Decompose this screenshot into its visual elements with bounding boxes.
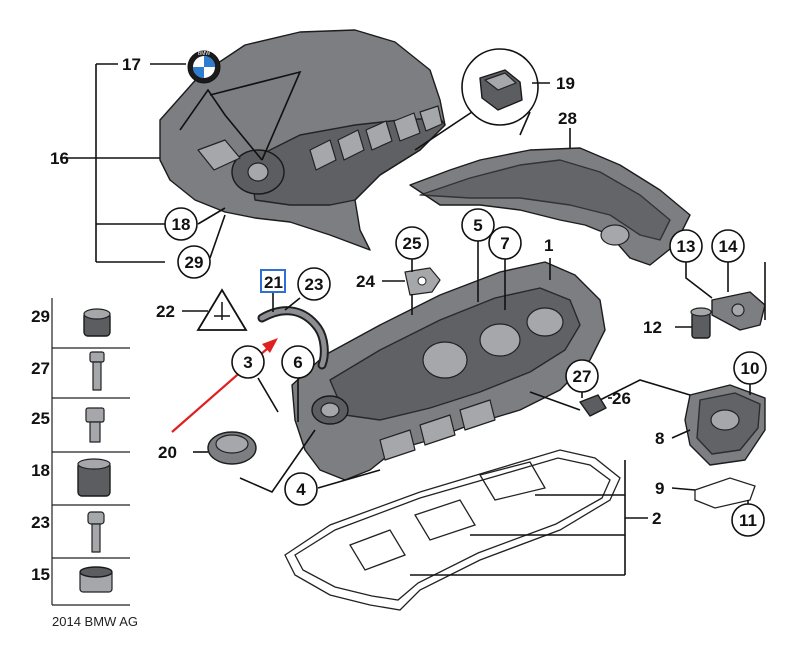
bmw-badge-text: BMW xyxy=(198,51,211,57)
callout-21: 21 xyxy=(264,273,283,292)
callout-28: 28 xyxy=(558,109,577,128)
callout-3: 3 xyxy=(243,353,252,372)
oil-separator-housing xyxy=(684,384,766,466)
callout-24: 24 xyxy=(356,272,375,291)
legend xyxy=(51,298,130,606)
callout-8: 8 xyxy=(655,429,664,448)
highlight-box xyxy=(260,269,286,293)
callout-11: 11 xyxy=(739,511,757,530)
callout-22: 22 xyxy=(156,302,175,321)
callout-20: 20 xyxy=(158,443,177,462)
legend-label-27: 27 xyxy=(31,359,50,378)
callout-4: 4 xyxy=(296,480,306,499)
cap-plug xyxy=(207,431,257,465)
engine-cover xyxy=(159,29,446,251)
copyright: 2014 BMW AG xyxy=(52,614,138,629)
callout-7: 7 xyxy=(500,234,509,253)
bracket-13-14 xyxy=(711,291,766,331)
callout-2: 2 xyxy=(652,509,661,528)
legend-label-25: 25 xyxy=(31,409,50,428)
callout-9: 9 xyxy=(655,479,664,498)
callout-18: 18 xyxy=(172,215,191,234)
callout-16: 16 xyxy=(50,149,69,168)
callout-1: 1 xyxy=(544,236,553,255)
callout-5: 5 xyxy=(473,216,482,235)
callout-14: 14 xyxy=(719,237,738,256)
callout-19: 19 xyxy=(556,74,575,93)
vent-hose xyxy=(257,306,329,370)
acoustic-cover xyxy=(409,147,691,266)
callout-10: 10 xyxy=(741,359,760,378)
bmw-badge: BMW xyxy=(187,50,221,84)
callout-17: 17 xyxy=(122,55,141,74)
callout-13: 13 xyxy=(677,237,696,256)
legend-label-18: 18 xyxy=(31,461,50,480)
callout-26: 26 xyxy=(612,389,631,408)
separator-gasket xyxy=(694,477,756,509)
legend-label-15: 15 xyxy=(31,565,50,584)
hot-surface-warning xyxy=(196,288,248,331)
callout-27: 27 xyxy=(573,367,592,386)
callout-23: 23 xyxy=(305,275,324,294)
callout-12: 12 xyxy=(643,318,662,337)
valve-cover-gasket xyxy=(284,449,621,611)
callout-29: 29 xyxy=(185,253,204,272)
callout-6: 6 xyxy=(293,353,302,372)
legend-label-29: 29 xyxy=(31,307,50,326)
legend-label-23: 23 xyxy=(31,513,50,532)
sensor-12 xyxy=(690,307,712,339)
valve-cover xyxy=(291,261,606,481)
inset-connector xyxy=(461,48,539,126)
callouts: 17 16 19 28 24 1 22 12 26 20 8 9 2 21 18… xyxy=(31,55,767,629)
small-clip xyxy=(579,394,607,417)
callout-25: 25 xyxy=(403,234,422,253)
mount-plate xyxy=(404,267,441,296)
